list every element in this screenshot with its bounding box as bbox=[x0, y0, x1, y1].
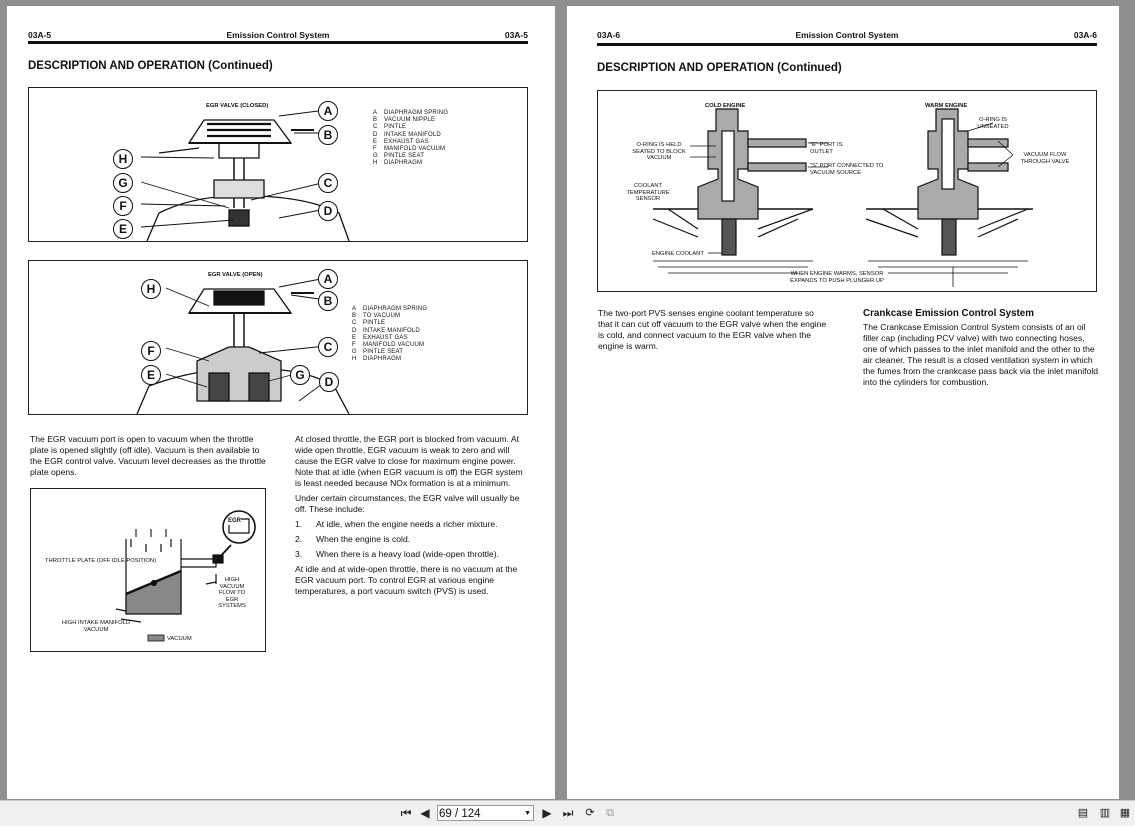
page-number: 03A-5 bbox=[28, 30, 52, 40]
crankcase-heading: Crankcase Emission Control System bbox=[863, 308, 1034, 319]
callout-a: A bbox=[318, 101, 338, 121]
next-page-icon[interactable]: ▶ bbox=[542, 806, 552, 820]
section-title: DESCRIPTION AND OPERATION (Continued) bbox=[28, 60, 273, 72]
header-title: Emission Control System bbox=[226, 30, 330, 40]
crankcase-paragraph: The Crankcase Emission Control System co… bbox=[863, 322, 1099, 387]
egr-port-paragraph: The EGR vacuum port is open to vacuum wh… bbox=[30, 434, 266, 477]
page-header: 03A-6 Emission Control System 03A-6 bbox=[597, 30, 1097, 41]
header-rule bbox=[28, 41, 528, 44]
header-title: Emission Control System bbox=[795, 30, 899, 40]
callout-b: B bbox=[318, 125, 338, 145]
vacuum-flow-label: VACUUM FLOW THROUGH VALVE bbox=[1020, 152, 1070, 165]
page-header: 03A-5 Emission Control System 03A-5 bbox=[28, 30, 528, 41]
egr-valve-closed-drawing bbox=[140, 109, 350, 241]
prev-page-icon[interactable]: ◀ bbox=[420, 806, 430, 820]
cold-engine-label: COLD ENGINE bbox=[705, 103, 746, 109]
callout-a: A bbox=[318, 269, 338, 289]
first-page-icon[interactable]: ⏮ bbox=[400, 806, 412, 820]
facing-view-icon[interactable]: ▦ bbox=[1119, 807, 1131, 819]
intake-vacuum-label: HIGH INTAKE MANIFOLD VACUUM bbox=[61, 620, 131, 633]
header-rule bbox=[597, 43, 1097, 46]
paragraph-1: At closed throttle, the EGR port is bloc… bbox=[295, 434, 523, 488]
list-item: 1.At idle, when the engine needs a riche… bbox=[295, 519, 498, 529]
callout-g: G bbox=[290, 365, 310, 385]
conditions-list: 1.At idle, when the engine needs a riche… bbox=[295, 519, 529, 560]
throttle-plate-label: THROTTLE PLATE (OFF IDLE POSITION) bbox=[45, 558, 157, 564]
warm-engine-label: WARM ENGINE bbox=[925, 103, 968, 109]
viewer-toolbar: ⏮ ◀ 69 / 124▼ ▶ ⏭ ⟳ ⧉ ▤ ▥ ▦ bbox=[0, 800, 1135, 826]
egr-valve-open-drawing bbox=[136, 277, 350, 414]
callout-c: C bbox=[318, 337, 338, 357]
pvs-paragraph: The two-port PVS senses engine coolant t… bbox=[598, 308, 827, 351]
pvs-drawing bbox=[652, 108, 1033, 287]
list-item: 2.When the engine is cold. bbox=[295, 534, 411, 544]
list-item: 3.When there is a heavy load (wide-open … bbox=[295, 549, 499, 559]
pvs-figure: COLD ENGINE WARM ENGINE O-RING IS HELD S… bbox=[597, 90, 1097, 292]
last-page-icon[interactable]: ⏭ bbox=[562, 806, 574, 820]
page-number-right: 03A-6 bbox=[1073, 30, 1097, 40]
callout-c: C bbox=[318, 173, 338, 193]
page-number-right: 03A-5 bbox=[504, 30, 528, 40]
callout-f: F bbox=[113, 196, 133, 216]
continuous-view-icon[interactable]: ▥ bbox=[1099, 807, 1111, 819]
high-vacuum-label: HIGH VACUUM FLOW TO EGR SYSTEMS bbox=[218, 577, 246, 610]
engine-coolant-label: ENGINE COOLANT bbox=[652, 251, 704, 257]
s-port-label: "S" PORT CONNECTED TO VACUUM SOURCE bbox=[810, 163, 884, 176]
left-page: 03A-5 Emission Control System 03A-5 DESC… bbox=[7, 6, 555, 799]
egr-description-text: At closed throttle, the EGR port is bloc… bbox=[295, 434, 529, 601]
figure-caption: EGR VALVE (OPEN) bbox=[208, 272, 263, 278]
callout-g: G bbox=[113, 173, 133, 193]
section-title: DESCRIPTION AND OPERATION (Continued) bbox=[597, 62, 842, 74]
callout-d: D bbox=[318, 201, 338, 221]
callout-h: H bbox=[113, 149, 133, 169]
callout-f: F bbox=[141, 341, 161, 361]
paragraph-2: Under certain circumstances, the EGR val… bbox=[295, 493, 520, 514]
oring-held-label: O-RING IS HELD SEATED TO BLOCK VACUUM bbox=[632, 142, 686, 162]
vacuum-legend-label: VACUUM bbox=[167, 636, 192, 642]
oring-unseated-label: O-RING IS UNSEATED bbox=[977, 117, 1009, 130]
engine-warms-label: WHEN ENGINE WARMS, SENSOR EXPANDS TO PUS… bbox=[790, 271, 884, 284]
e-port-label: "E" PORT IS OUTLET bbox=[810, 142, 843, 155]
paragraph-3: At idle and at wide-open throttle, there… bbox=[295, 564, 518, 596]
coolant-sensor-label: COOLANT TEMPERATURE SENSOR bbox=[626, 183, 670, 203]
right-page: 03A-6 Emission Control System 03A-6 DESC… bbox=[567, 6, 1119, 799]
callout-e: E bbox=[113, 219, 133, 239]
single-page-view-icon[interactable]: ▤ bbox=[1077, 807, 1089, 819]
page-number: 03A-6 bbox=[597, 30, 621, 40]
callout-e: E bbox=[141, 365, 161, 385]
rotate-page-icon[interactable]: ⟳ bbox=[585, 807, 595, 819]
callout-d: D bbox=[319, 372, 339, 392]
throttle-plate-figure: EGR THROTTLE PLATE (OFF IDLE POSITION) H… bbox=[30, 488, 266, 652]
figure-caption: EGR VALVE (CLOSED) bbox=[206, 103, 269, 109]
callout-h: H bbox=[141, 279, 161, 299]
two-page-view-icon[interactable]: ⧉ bbox=[606, 807, 614, 819]
callout-b: B bbox=[318, 291, 338, 311]
egr-tag: EGR bbox=[228, 518, 242, 525]
throttle-plate-drawing bbox=[115, 510, 256, 642]
page-number-input[interactable]: 69 / 124▼ bbox=[437, 805, 534, 821]
chevron-down-icon[interactable]: ▼ bbox=[524, 810, 531, 817]
